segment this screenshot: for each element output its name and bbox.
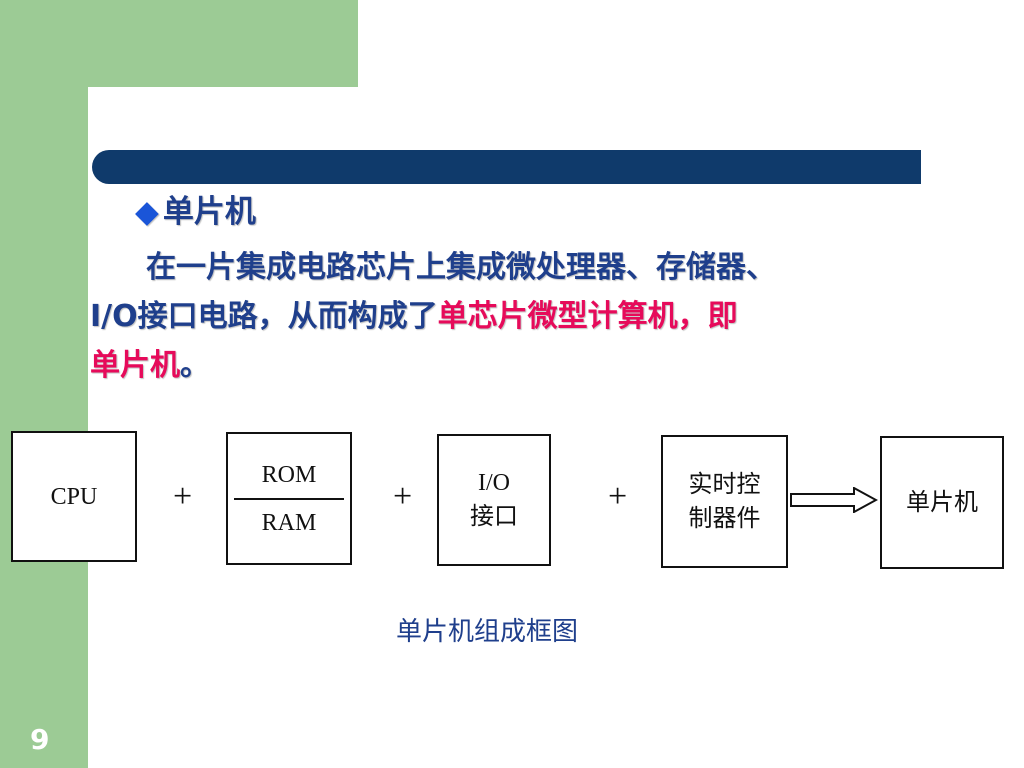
definition-paragraph: 在一片集成电路芯片上集成微处理器、存储器、 I/O接口电路，从而构成了单芯片微型… — [90, 243, 990, 390]
cpu-label: CPU — [50, 483, 98, 510]
block-diagram: CPU + ROM RAM + I/O 接口 + 实时控 制器件 单片机 — [0, 420, 1024, 580]
paragraph-line-2: I/O接口电路，从而构成了单芯片微型计算机，即 — [90, 292, 990, 341]
cpu-box: CPU — [11, 431, 137, 562]
realtime-label-bottom: 制器件 — [688, 505, 761, 532]
hollow-arrow-icon — [790, 487, 878, 513]
plus-sign-1: + — [173, 478, 193, 515]
paragraph-line-2-text: I/O接口电路，从而构成了 — [90, 299, 438, 334]
plus-sign-3: + — [608, 478, 628, 515]
slide-heading: ◆单片机 — [135, 190, 256, 234]
rom-label: ROM — [261, 461, 317, 488]
diagram-caption: 单片机组成框图 — [396, 617, 579, 647]
paragraph-line-3-highlight: 单片机 — [90, 348, 180, 383]
plus-sign-2: + — [393, 478, 413, 515]
memory-divider — [234, 497, 344, 500]
paragraph-line-3-text: 。 — [180, 348, 210, 383]
paragraph-line-1: 在一片集成电路芯片上集成微处理器、存储器、 — [146, 250, 776, 285]
diamond-bullet-icon: ◆ — [135, 194, 159, 230]
page-number: 9 — [30, 723, 50, 756]
realtime-control-box: 实时控 制器件 — [661, 435, 788, 568]
frame-green-left-bottom — [0, 580, 88, 768]
paragraph-line-2-highlight: 单芯片微型计算机，即 — [437, 299, 738, 334]
interface-label: 接口 — [470, 504, 518, 530]
paragraph-line-3: 单片机。 — [90, 341, 990, 390]
ram-label: RAM — [261, 509, 317, 536]
memory-box: ROM RAM — [226, 432, 352, 565]
title-bar — [92, 150, 921, 184]
io-label: I/O — [478, 470, 510, 496]
content-panel — [88, 87, 1024, 768]
io-box: I/O 接口 — [437, 434, 551, 566]
microcontroller-label: 单片机 — [906, 489, 978, 516]
heading-text: 单片机 — [162, 194, 256, 230]
microcontroller-box: 单片机 — [880, 436, 1004, 569]
realtime-label-top: 实时控 — [688, 471, 761, 498]
